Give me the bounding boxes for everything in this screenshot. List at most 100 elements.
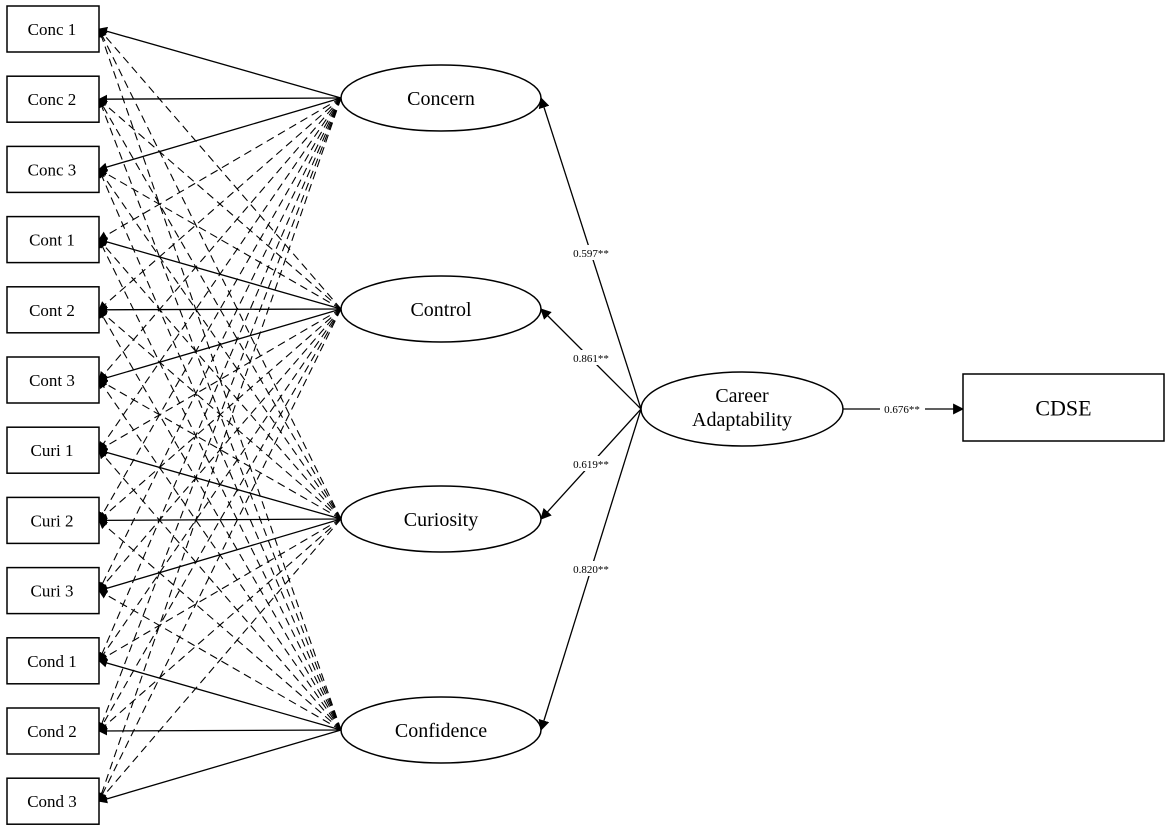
indicator-label-curi3: Curi 3 [31,582,74,601]
factor-label-concern: Concern [407,88,475,110]
cross-loading-paths [97,28,342,803]
cross-loading-arrow-concern-to-cont1 [98,97,342,241]
nodes: Conc 1 Conc 2 Conc 3 Cont 1 Cont 2 Cont 3 Curi… [6,5,1165,825]
coefficient-label-control: 0.861** [573,353,609,365]
coefficient-label-confidence: 0.820** [573,564,609,576]
indicator-label-cont1: Cont 1 [29,231,75,250]
indicator-rect-curi1 [6,426,100,474]
factor-node-curiosity: Curiosity [340,485,542,553]
factor-ellipse-control [340,275,542,343]
loading-arrow-confidence-to-cond2 [98,726,342,736]
factor-node-control: Control [340,275,542,343]
indicator-label-cond2: Cond 2 [27,722,77,741]
cross-loading-arrow-control-to-conc3 [98,168,342,310]
indicator-box-cont2: Cont 2 [6,286,100,334]
indicator-label-conc1: Conc 1 [28,20,77,39]
loading-arrow-curiosity-to-curi2 [98,515,342,525]
factor-ellipse-confidence [340,696,542,764]
coefficient-labels: 0.597** 0.861** 0.619** 0.820** 0.676** [567,245,925,576]
cross-loading-arrow-confidence-to-cont2 [98,309,342,731]
indicator-box-conc2: Conc 2 [6,75,100,123]
loading-arrow-concern-to-conc1 [98,26,342,99]
loading-arrow-control-to-cont2 [98,305,342,315]
indicator-box-cond1: Cond 1 [6,637,100,685]
coefficient-background-cdse [880,401,925,415]
indicator-rect-cond2 [6,707,100,755]
indicator-box-conc1: Conc 1 [6,5,100,53]
cross-loading-arrow-curiosity-to-cond1 [98,518,342,662]
loading-arrow-curiosity-to-curi3 [98,518,342,593]
cross-loading-arrow-curiosity-to-cond3 [98,518,342,802]
indicator-rect-conc2 [6,75,100,123]
factor-ellipse-concern [340,64,542,132]
coefficient-background-curiosity [567,456,615,471]
loading-arrow-curiosity-to-curi1 [98,448,342,520]
cross-loading-arrow-control-to-cond2 [98,308,342,732]
indicator-rect-conc3 [6,145,100,194]
indicator-rect-cont3 [6,356,100,404]
cross-loading-arrow-confidence-to-curi3 [98,590,342,731]
cross-loading-arrow-confidence-to-conc1 [97,28,342,731]
indicator-rect-cont1 [6,215,100,264]
indicator-label-conc3: Conc 3 [28,160,77,179]
factor-node-confidence: Confidence [340,696,542,764]
indicator-label-conc2: Conc 2 [28,90,77,109]
indicator-box-cont1: Cont 1 [6,215,100,264]
coefficient-background-control [567,350,615,365]
cross-loading-arrow-confidence-to-curi2 [98,519,342,731]
indicator-box-curi2: Curi 2 [6,496,100,545]
outcome-node-cdse: CDSE [962,373,1165,442]
indicator-box-curi1: Curi 1 [6,426,100,474]
indicator-rect-cont2 [6,286,100,334]
indicator-box-cont3: Cont 3 [6,356,100,404]
indicator-label-curi1: Curi 1 [31,441,74,460]
loading-paths [98,26,342,804]
cross-loading-arrow-control-to-conc1 [98,28,342,310]
coefficient-background-concern [567,245,615,260]
factor-ellipse-curiosity [340,485,542,553]
coefficient-background-confidence [567,561,615,576]
coefficient-label-curiosity: 0.619** [573,459,609,471]
loading-arrow-control-to-cont1 [98,237,342,310]
indicator-label-cont3: Cont 3 [29,371,75,390]
loading-arrow-concern-to-conc3 [98,97,342,172]
factor-label-confidence: Confidence [395,720,487,742]
loading-arrow-concern-to-conc2 [98,94,342,104]
higher-order-label-line-1: Career [715,385,769,407]
indicator-box-curi3: Curi 3 [6,566,100,615]
factor-label-control: Control [410,299,472,321]
indicator-box-cond2: Cond 2 [6,707,100,755]
coefficient-label-cdse: 0.676** [884,404,920,416]
indicator-rect-curi2 [6,496,100,545]
factor-label-curiosity: Curiosity [404,509,478,531]
cross-loading-arrow-concern-to-curi2 [98,97,342,522]
outcome-rect [962,373,1165,442]
cross-loading-arrow-curiosity-to-conc2 [98,98,342,520]
factor-node-concern: Concern [340,64,542,132]
higher-order-ellipse [640,371,844,447]
higher-order-label-line-2: Adaptability [692,409,792,431]
cross-loading-arrow-confidence-to-conc3 [98,168,342,731]
indicator-label-cond3: Cond 3 [27,792,77,811]
indicator-label-cont2: Cont 2 [29,301,75,320]
coefficient-label-concern: 0.597** [573,248,609,260]
loading-arrow-control-to-cont3 [98,308,342,383]
indicator-box-conc3: Conc 3 [6,145,100,194]
outcome-label: CDSE [1035,396,1091,421]
cross-loading-arrow-confidence-to-conc2 [97,98,342,731]
cross-loading-arrow-control-to-curi1 [98,308,342,451]
indicator-box-cond3: Cond 3 [6,777,100,825]
loading-arrow-confidence-to-cond3 [98,729,342,804]
cross-loading-arrow-concern-to-cont3 [98,97,342,381]
cross-loading-arrow-curiosity-to-cont3 [98,379,342,520]
loading-arrow-confidence-to-cond1 [98,658,342,731]
cross-loading-arrow-confidence-to-curi1 [98,449,342,731]
cross-loading-arrow-control-to-conc2 [98,98,342,310]
indicator-rect-cond3 [6,777,100,825]
indicator-rect-cond1 [6,637,100,685]
indicator-label-curi2: Curi 2 [31,511,74,530]
indicator-label-cond1: Cond 1 [27,652,77,671]
indicator-rect-curi3 [6,566,100,615]
